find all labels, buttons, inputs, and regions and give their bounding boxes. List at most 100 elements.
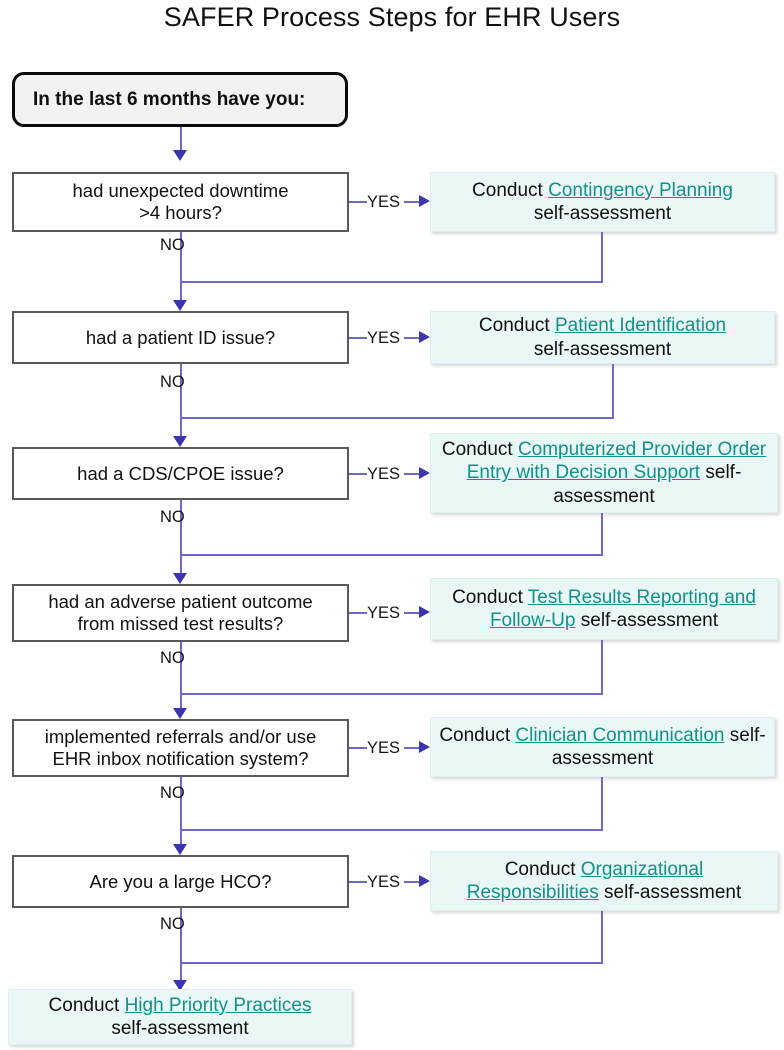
action-final-link[interactable]: High Priority Practices	[124, 994, 312, 1016]
question-6-text: Are you a large HCO?	[89, 871, 271, 893]
action-2-link[interactable]: Patient Identification	[554, 315, 727, 337]
label-yes-4: YES	[367, 604, 401, 622]
connector-action3-return-h	[180, 554, 603, 556]
question-4-text: had an adverse patient outcome from miss…	[48, 591, 312, 635]
connector-q6-yes-a	[349, 881, 367, 883]
action-4-suffix: self-assessment	[575, 610, 719, 631]
connector-q5-yes-a	[349, 747, 367, 749]
connector-action5-return-v	[601, 777, 603, 830]
label-no-5: NO	[160, 784, 185, 802]
action-box-5[interactable]: Conduct Clinician Communication self-ass…	[430, 717, 775, 777]
question-2-line1: had a patient ID issue?	[85, 326, 276, 348]
connector-q3-yes-a	[349, 473, 367, 475]
connector-q6-yes-b	[404, 881, 422, 883]
connector-action2-return-v	[612, 364, 614, 418]
question-box-4: had an adverse patient outcome from miss…	[12, 584, 349, 642]
start-box: In the last 6 months have you:	[12, 72, 348, 127]
arrow-to-q2-icon	[173, 300, 187, 311]
connector-action6-return-v	[601, 911, 603, 963]
action-5-text: Conduct Clinician Communication self-ass…	[439, 724, 766, 769]
connector-q1-no	[180, 232, 182, 284]
label-yes-3: YES	[367, 465, 401, 483]
connector-action4-return-v	[601, 640, 603, 694]
connector-action4-return-h	[180, 693, 603, 695]
connector-q5-no	[180, 777, 182, 833]
label-no-1: NO	[160, 236, 185, 254]
action-box-3[interactable]: Conduct Computerized Provider Order Entr…	[430, 433, 778, 513]
arrow-to-q5-icon	[173, 708, 187, 719]
action-3-text: Conduct Computerized Provider Order Entr…	[441, 439, 767, 507]
question-1-text: had unexpected downtime >4 hours?	[73, 180, 289, 224]
action-box-2[interactable]: Conduct Patient Identification self-asse…	[430, 311, 775, 364]
question-2-text: had a patient ID issue?	[86, 327, 275, 349]
arrow-to-q4-icon	[173, 573, 187, 584]
label-yes-6: YES	[367, 873, 401, 891]
label-yes-2: YES	[367, 329, 401, 347]
question-3-text: had a CDS/CPOE issue?	[77, 463, 284, 485]
connector-q4-yes-b	[404, 612, 422, 614]
action-box-1[interactable]: Conduct Contingency Planning self-assess…	[430, 172, 775, 232]
label-no-3: NO	[160, 508, 185, 526]
connector-q1-yes-a	[349, 201, 367, 203]
question-box-2: had a patient ID issue?	[12, 311, 349, 364]
action-final-text: Conduct High Priority Practices self-ass…	[49, 994, 312, 1040]
question-box-1: had unexpected downtime >4 hours?	[12, 172, 349, 232]
action-box-6[interactable]: Conduct Organizational Responsibilities …	[430, 851, 778, 911]
action-box-final[interactable]: Conduct High Priority Practices self-ass…	[8, 989, 352, 1045]
action-5-link[interactable]: Clinician Communication	[515, 724, 725, 746]
question-box-3: had a CDS/CPOE issue?	[12, 447, 349, 500]
arrow-to-q6-icon	[173, 844, 187, 855]
connector-q2-yes-b	[404, 337, 422, 339]
action-6-suffix: self-assessment	[598, 882, 742, 903]
arrow-q1-to-action-icon	[419, 195, 430, 207]
label-no-2: NO	[160, 373, 185, 391]
label-yes-1: YES	[367, 193, 401, 211]
connector-action2-return-h	[180, 417, 614, 419]
arrow-q2-to-action-icon	[419, 331, 430, 343]
action-final-line1: Conduct High Priority Practices	[48, 994, 312, 1016]
connector-q4-no	[180, 642, 182, 698]
question-4-line2: from missed test results?	[77, 613, 284, 634]
label-no-4: NO	[160, 649, 185, 667]
connector-start-to-q1	[180, 127, 182, 152]
action-6-link[interactable]: Organizational Responsibilities	[466, 858, 704, 903]
connector-q3-no	[180, 500, 182, 556]
action-1-link[interactable]: Contingency Planning	[548, 179, 733, 201]
connector-action6-return-h	[180, 962, 603, 964]
arrow-q3-to-action-icon	[419, 467, 430, 479]
action-4-link[interactable]: Test Results Reporting and Follow-Up	[489, 586, 756, 631]
connector-merge-to-final	[180, 962, 182, 982]
action-4-text: Conduct Test Results Reporting and Follo…	[452, 586, 756, 631]
connector-action1-return-v	[601, 232, 603, 282]
action-final-line2: self-assessment	[111, 1018, 249, 1039]
action-3-suffix: self-assessment	[553, 462, 742, 507]
arrow-q6-to-action-icon	[419, 875, 430, 887]
connector-action3-return-v	[601, 513, 603, 555]
question-4-line1: had an adverse patient outcome	[48, 591, 313, 613]
connector-q5-yes-b	[404, 747, 422, 749]
connector-merge-to-q6	[180, 829, 182, 847]
arrow-to-final-icon	[173, 980, 187, 991]
question-5-line2: EHR inbox notification system?	[52, 748, 309, 769]
question-1-line2: >4 hours?	[139, 202, 222, 223]
action-2-text: Conduct Patient Identification self-asse…	[479, 314, 726, 360]
action-1-line2: self-assessment	[533, 203, 672, 224]
connector-q2-no	[180, 364, 182, 420]
action-3-link[interactable]: Computerized Provider Order Entry with D…	[466, 439, 767, 484]
connector-q1-yes-b	[404, 201, 422, 203]
question-box-5: implemented referrals and/or use EHR inb…	[12, 719, 349, 777]
action-1-line1: Conduct Contingency Planning	[472, 179, 733, 201]
arrow-q4-to-action-icon	[419, 606, 430, 618]
arrow-start-to-q1-icon	[173, 150, 187, 161]
connector-merge-to-q3	[180, 417, 182, 439]
action-5-suffix: self-assessment	[551, 724, 766, 769]
question-box-6: Are you a large HCO?	[12, 855, 349, 908]
start-box-label: In the last 6 months have you:	[33, 88, 306, 110]
connector-q3-yes-b	[404, 473, 422, 475]
question-5-line1: implemented referrals and/or use	[44, 726, 317, 748]
action-2-line2: self-assessment	[533, 338, 672, 360]
connector-merge-to-q5	[180, 693, 182, 711]
action-box-4[interactable]: Conduct Test Results Reporting and Follo…	[430, 578, 778, 640]
connector-action1-return-h	[180, 281, 603, 283]
